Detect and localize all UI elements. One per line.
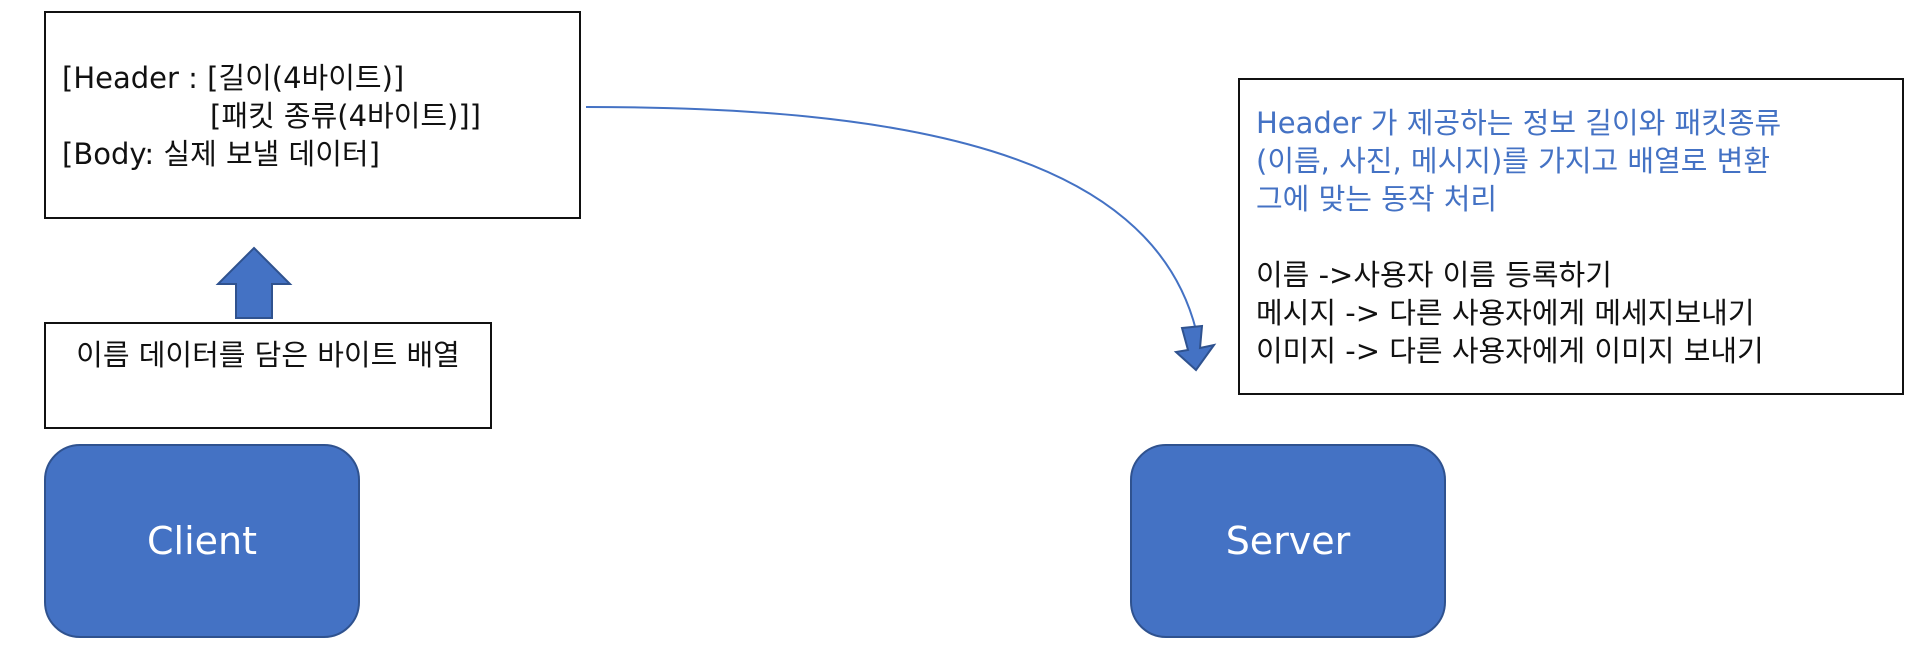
server-info-blue-line: 그에 맞는 동작 처리 — [1256, 182, 1498, 216]
server-processing-box: Header 가 제공하는 정보 길이와 패킷종류 (이름, 사진, 메시지)를… — [1238, 78, 1904, 395]
server-action-line: 이미지 -> 다른 사용자에게 이미지 보내기 — [1256, 334, 1764, 368]
server-action-line: 메시지 -> 다른 사용자에게 메세지보내기 — [1256, 296, 1755, 330]
server-node: Server — [1130, 444, 1446, 638]
curved-connector — [585, 106, 1197, 331]
server-info-blue-line: (이름, 사진, 메시지)를 가지고 배열로 변환 — [1256, 144, 1771, 178]
server-label: Server — [1225, 519, 1351, 563]
spacer — [1256, 218, 1886, 256]
server-info-blue-line: Header 가 제공하는 정보 길이와 패킷종류 — [1256, 106, 1782, 140]
client-node: Client — [44, 444, 360, 638]
client-label: Client — [146, 519, 257, 563]
packet-header-type: [패킷 종류(4바이트)]] — [210, 99, 481, 133]
server-action-line: 이름 ->사용자 이름 등록하기 — [1256, 258, 1612, 292]
down-arrow-icon — [1173, 324, 1217, 372]
packet-body: [Body: 실제 보낼 데이터] — [62, 137, 380, 171]
byte-array-box: 이름 데이터를 담은 바이트 배열 — [44, 322, 492, 429]
packet-structure-box: [Header : [길이(4바이트)] [패킷 종류(4바이트)]] [Bod… — [44, 11, 581, 219]
packet-header-length: [Header : [길이(4바이트)] — [62, 61, 405, 95]
up-arrow-icon — [215, 246, 293, 319]
byte-array-label: 이름 데이터를 담은 바이트 배열 — [76, 338, 460, 372]
